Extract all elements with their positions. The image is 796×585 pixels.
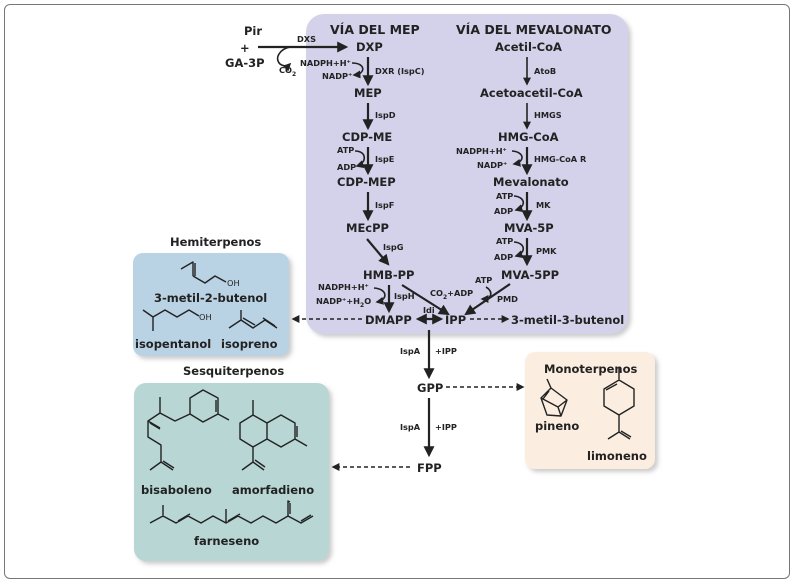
- metabolite-acetilcoa: Acetil-CoA: [495, 40, 562, 54]
- enzyme-ispa-2: IspA: [400, 422, 421, 432]
- arrow-mecpp-hmbpp: [366, 238, 390, 266]
- cofactor-atp-pmd: ATP: [475, 275, 492, 285]
- cofactor-curve-2: [354, 150, 366, 168]
- product-metilbutenol: 3-metil-3-butenol: [511, 313, 624, 327]
- molecule-pineno: [540, 378, 568, 417]
- metabolite-fpp: FPP: [417, 461, 442, 475]
- molecule-amorfadieno: [239, 400, 308, 471]
- enzyme-pmd: PMD: [497, 294, 518, 304]
- sesquiterpenos-title: Sesquiterpenos: [183, 364, 284, 378]
- molecule-isopreno: [228, 310, 278, 329]
- figure-frame: [4, 4, 790, 579]
- cofactor-nadp-2: NADP⁺+H2O: [316, 296, 371, 309]
- metabolite-cdpme: CDP-ME: [342, 130, 392, 144]
- cofactor-adp-mva-2: ADP: [494, 252, 513, 262]
- enzyme-mk: MK: [536, 200, 551, 210]
- molecule-farneseno: [149, 500, 314, 524]
- cofactor-co2adp: CO2+ADP: [430, 288, 473, 301]
- metabolite-hmbpp: HMB-PP: [363, 268, 414, 282]
- sesquiterpeno-bisaboleno: bisaboleno: [141, 483, 212, 497]
- cofactor-atp-mva-2: ATP: [496, 236, 513, 246]
- hemiterpenos-panel: [133, 253, 289, 356]
- cofactor-curve-6: [513, 241, 525, 258]
- monoterpeno-limoneno: limoneno: [587, 449, 647, 463]
- molecule-bisaboleno: [147, 389, 230, 471]
- metabolite-hmgcoa: HMG-CoA: [498, 130, 559, 144]
- metabolite-mva5p: MVA-5P: [504, 221, 554, 235]
- enzyme-ispa-1: IspA: [400, 346, 421, 356]
- cofactor-adp-mep: ADP: [337, 162, 356, 172]
- label-co2: CO2: [279, 65, 296, 78]
- oh-label-1: OH: [227, 278, 240, 288]
- hemiterpeno-isopreno: isopreno: [221, 337, 278, 351]
- metabolite-cdpmep: CDP-MEP: [337, 175, 396, 189]
- monoterpenos-panel: [525, 352, 655, 469]
- enzyme-atob: AtoB: [534, 66, 556, 76]
- enzyme-dxr: DXR (IspC): [375, 66, 425, 76]
- monoterpenos-title: Monoterpenos: [544, 362, 638, 376]
- hemiterpeno-3-metil-2-butenol: 3-metil-2-butenol: [154, 291, 267, 305]
- enzyme-ispf: IspF: [375, 200, 394, 210]
- metabolite-ipp: IPP: [445, 313, 466, 327]
- monoterpeno-pineno: pineno: [535, 419, 579, 433]
- enzyme-ispe: IspE: [375, 154, 394, 164]
- molecule-isopentanol: OH: [142, 309, 212, 331]
- cofactor-atp-mep: ATP: [337, 145, 354, 155]
- arrow-hmbpp-ipp: [401, 284, 450, 316]
- metabolite-mva5pp: MVA-5PP: [501, 268, 559, 282]
- cofactor-curve-4: [511, 150, 523, 167]
- label-ga3p: GA-3P: [225, 56, 265, 70]
- label-plusipp-2: +IPP: [435, 422, 457, 432]
- enzyme-pmk: PMK: [536, 246, 557, 256]
- cofactor-nadp-mva: NADP⁺: [477, 160, 507, 170]
- cofactor-nadph-mva: NADPH+H⁺: [456, 146, 507, 156]
- molecule-3-metil-2-butenol: OH: [180, 261, 240, 288]
- enzyme-ispg: IspG: [383, 242, 404, 252]
- cofactor-nadph-2: NADPH+H⁺: [318, 282, 369, 292]
- mevalonate-pathway-header: VÍA DEL MEVALONATO: [456, 22, 612, 37]
- molecule-limoneno: [603, 368, 635, 440]
- cofactor-curve-7: [480, 286, 492, 303]
- co2-release-arrow: [276, 46, 292, 72]
- enzyme-hmgs: HMGS: [534, 110, 562, 120]
- metabolite-dmapp: DMAPP: [365, 313, 412, 327]
- metabolite-acetoacetilcoa: Acetoacetil-CoA: [480, 86, 583, 100]
- enzyme-dxs: DXS: [297, 34, 316, 44]
- metabolite-gpp: GPP: [417, 381, 443, 395]
- metabolite-dxp: DXP: [356, 40, 383, 54]
- cofactor-adp-mva-1: ADP: [494, 206, 513, 216]
- sesquiterpenos-panel: [134, 383, 329, 561]
- label-plus: +: [240, 41, 250, 55]
- enzyme-idi: Idi: [423, 305, 435, 315]
- cofactor-atp-mva-1: ATP: [496, 191, 513, 201]
- label-pir: Pir: [244, 24, 262, 38]
- metabolite-mevalonato: Mevalonato: [493, 175, 569, 189]
- cofactor-nadph-1: NADPH+H⁺: [300, 58, 351, 68]
- cofactor-curve-3: [373, 287, 386, 305]
- hemiterpenos-title: Hemiterpenos: [170, 235, 261, 249]
- enzyme-hmgcoar: HMG-CoA R: [534, 154, 587, 164]
- enzyme-isph: IspH: [394, 291, 415, 301]
- cofactor-curve-5: [513, 195, 525, 212]
- cofactor-curve-1: [351, 62, 364, 79]
- oh-label-2: OH: [199, 312, 212, 322]
- label-plusipp-1: +IPP: [435, 346, 457, 356]
- sesquiterpeno-amorfadieno: amorfadieno: [232, 483, 314, 497]
- metabolite-mecpp: MEcPP: [346, 221, 389, 235]
- metabolite-mep: MEP: [354, 86, 382, 100]
- mep-pathway-header: VÍA DEL MEP: [330, 22, 420, 37]
- enzyme-ispd: IspD: [375, 110, 396, 120]
- sesquiterpeno-farneseno: farneseno: [194, 534, 259, 548]
- hemiterpeno-isopentanol: isopentanol: [135, 337, 211, 351]
- cofactor-nadp-1: NADP⁺: [322, 71, 352, 81]
